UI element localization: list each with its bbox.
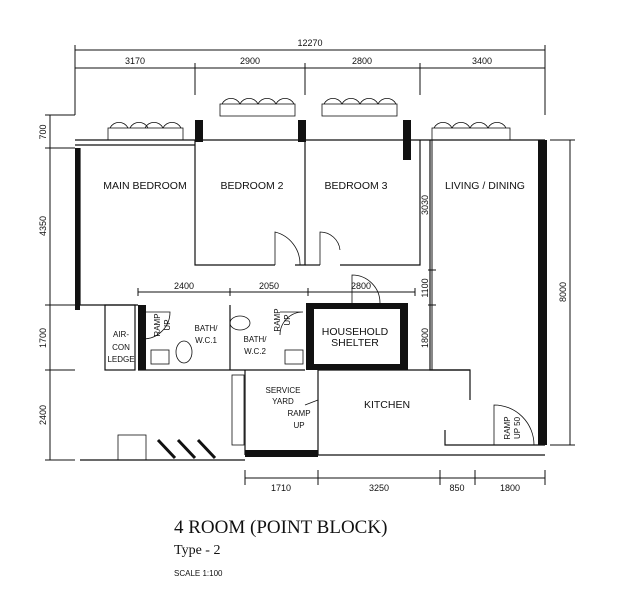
- dim-right-total: 8000: [558, 282, 568, 302]
- dim-inner-v-3: 1800: [420, 328, 430, 348]
- room-aircon-1: AIR-: [113, 330, 129, 339]
- doors: [117, 231, 535, 461]
- dim-left-2: 4350: [38, 216, 48, 236]
- room-bath2-1: BATH/: [244, 335, 268, 344]
- room-kitchen: KITCHEN: [364, 399, 410, 411]
- plan-title: 4 ROOM (POINT BLOCK): [174, 517, 388, 538]
- dim-inner-h-3: 2800: [351, 281, 371, 291]
- room-aircon-3: LEDGE: [107, 355, 134, 364]
- ramp-label-bath2: RAMP: [273, 308, 282, 331]
- ramp-label: RAMP: [287, 409, 310, 418]
- dim-inner-h-2: 2050: [259, 281, 279, 291]
- dim-inner-h-1: 2400: [174, 281, 194, 291]
- room-living-dining: LIVING / DINING: [445, 180, 525, 192]
- room-bath2-2: W.C.2: [244, 347, 266, 356]
- room-service-1: SERVICE: [266, 386, 301, 395]
- room-shelter-1: HOUSEHOLD: [322, 326, 389, 338]
- ramp-label-bath1: RAMP: [153, 313, 162, 336]
- ramp-label-entrance: RAMP: [503, 416, 512, 439]
- room-aircon-2: CON: [112, 343, 130, 352]
- dim-inner-v-1: 3030: [420, 195, 430, 215]
- ramp-up-label-bath1: UP: [163, 319, 172, 330]
- plan-scale: SCALE 1:100: [174, 569, 223, 578]
- ramp-up-label-bath2: UP: [283, 314, 292, 325]
- dim-bottom-1: 1710: [271, 483, 291, 493]
- dim-bottom-3: 850: [449, 483, 464, 493]
- dim-top-3: 2800: [352, 56, 372, 66]
- ramp-up-label: UP: [293, 421, 304, 430]
- room-shelter-2: SHELTER: [331, 337, 379, 349]
- dimension-lines: [45, 45, 575, 485]
- dim-bottom-2: 3250: [369, 483, 389, 493]
- ramp-up50-label-entrance: UP 50: [513, 416, 522, 439]
- windows: [79, 98, 511, 305]
- thick-walls: [75, 120, 547, 457]
- dim-top-2: 2900: [240, 56, 260, 66]
- dim-left-4: 2400: [38, 405, 48, 425]
- room-bath1-1: BATH/: [195, 324, 219, 333]
- dim-top-total: 12270: [297, 38, 322, 48]
- room-bath1-2: W.C.1: [195, 336, 217, 345]
- dim-top-4: 3400: [472, 56, 492, 66]
- room-bedroom-2: BEDROOM 2: [220, 180, 283, 192]
- plan-type: Type - 2: [174, 543, 221, 558]
- room-service-2: YARD: [272, 397, 294, 406]
- dim-top-1: 3170: [125, 56, 145, 66]
- room-main-bedroom: MAIN BEDROOM: [103, 180, 186, 192]
- dim-bottom-4: 1800: [500, 483, 520, 493]
- room-bedroom-3: BEDROOM 3: [324, 180, 387, 192]
- dim-left-1: 700: [38, 124, 48, 139]
- dim-inner-v-2: 1100: [420, 278, 430, 297]
- dim-left-3: 1700: [38, 328, 48, 348]
